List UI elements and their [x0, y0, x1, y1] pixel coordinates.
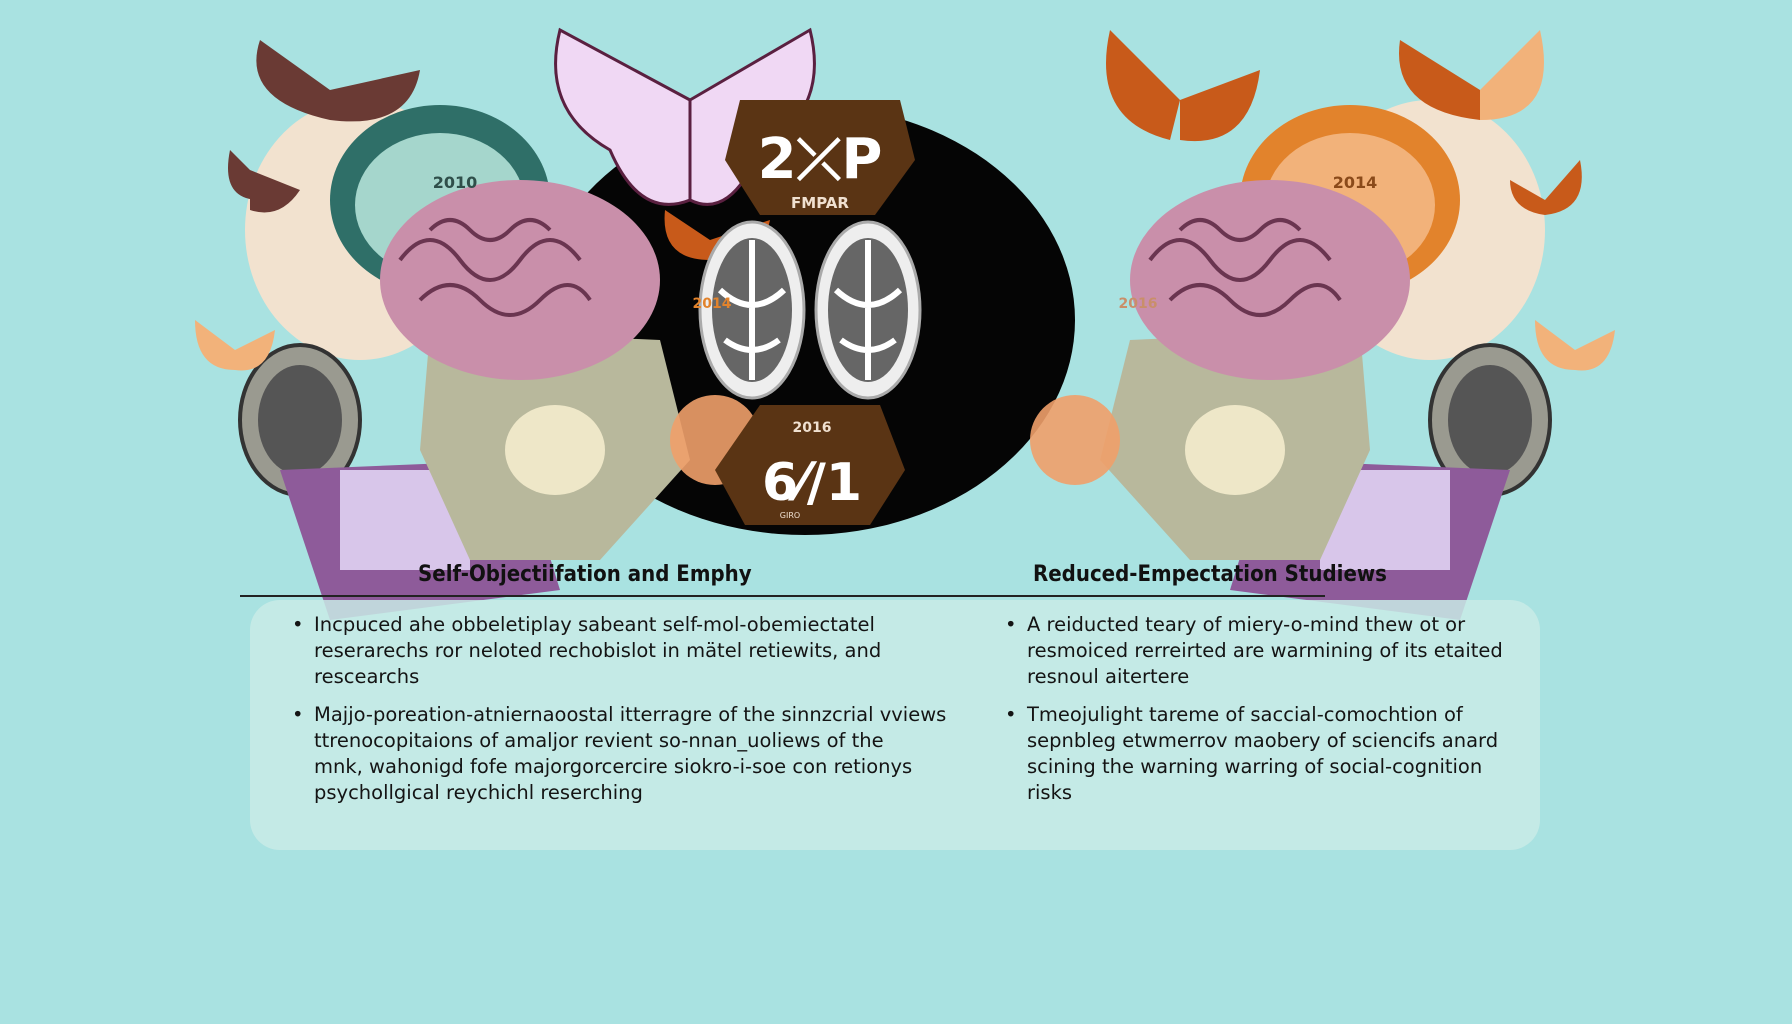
brain-scan-right	[814, 220, 922, 400]
list-item: Incpuced ahe obbeletiplay sabeant self-m…	[292, 612, 946, 690]
divider	[240, 595, 1325, 597]
right-figure	[1030, 100, 1552, 620]
left-heading: Self-Objectiifation and Emphy	[418, 562, 752, 587]
bullet-line: risks	[1027, 781, 1073, 804]
brain-scan-left	[698, 220, 806, 400]
bullet-line: resmoiced rerreirted are warmining of it…	[1027, 639, 1503, 662]
bullet-line: reserarechs ror neloted rechobislot in m…	[314, 639, 882, 662]
list-item: A reiducted teary of miery-o-mind thew o…	[1005, 612, 1503, 690]
right-bullet-list: A reiducted teary of miery-o-mind thew o…	[1005, 612, 1503, 818]
bullet-line: Majjo-poreation-atniernaoostal itterragr…	[314, 703, 947, 726]
left-circle-year: 2010	[433, 173, 478, 192]
bottom-badge-symbol: 6⁄/1	[762, 453, 862, 513]
bottom-badge	[715, 405, 905, 525]
bullet-line: resnoul aitertere	[1027, 665, 1190, 688]
bullet-line: sepnbleg etwmerrov maobery of sciencifs …	[1027, 729, 1499, 752]
top-badge	[725, 100, 915, 215]
bottom-badge-year: 2016	[793, 420, 832, 436]
bullet-line: A reiducted teary of miery-o-mind thew o…	[1027, 613, 1466, 636]
bullet-line: rescearchs	[314, 665, 420, 688]
list-item: Majjo-poreation-atniernaoostal itterragr…	[292, 702, 946, 806]
left-figure	[238, 100, 760, 620]
list-item: Tmeojulight tareme of saccial-comochtion…	[1005, 702, 1503, 806]
bullet-line: psychollgical reychichl reserching	[314, 781, 643, 804]
bullet-line: mnk, wahonigd fofe majorgorcercire siokr…	[314, 755, 913, 778]
bullet-line: scining the warning warring of social-co…	[1027, 755, 1483, 778]
right-heading: Reduced-Empectation Studiews	[1033, 562, 1387, 587]
top-badge-symbol: 2⤫P	[758, 127, 883, 192]
top-badge-label: FMPAR	[791, 194, 849, 212]
right-year: 2016	[1119, 296, 1158, 312]
right-circle-year: 2014	[1333, 173, 1378, 192]
butterfly-icon	[195, 320, 1615, 371]
butterfly-icon	[228, 40, 420, 213]
bullet-line: Tmeojulight tareme of saccial-comochtion…	[1027, 703, 1463, 726]
bullet-line: ttrenocopitaions of amaljor revient so-n…	[314, 729, 884, 752]
bullet-line: Incpuced ahe obbeletiplay sabeant self-m…	[314, 613, 875, 636]
left-bullet-list: Incpuced ahe obbeletiplay sabeant self-m…	[292, 612, 946, 818]
left-year: 2014	[693, 296, 732, 312]
bottom-badge-label: GIRO	[780, 511, 800, 520]
